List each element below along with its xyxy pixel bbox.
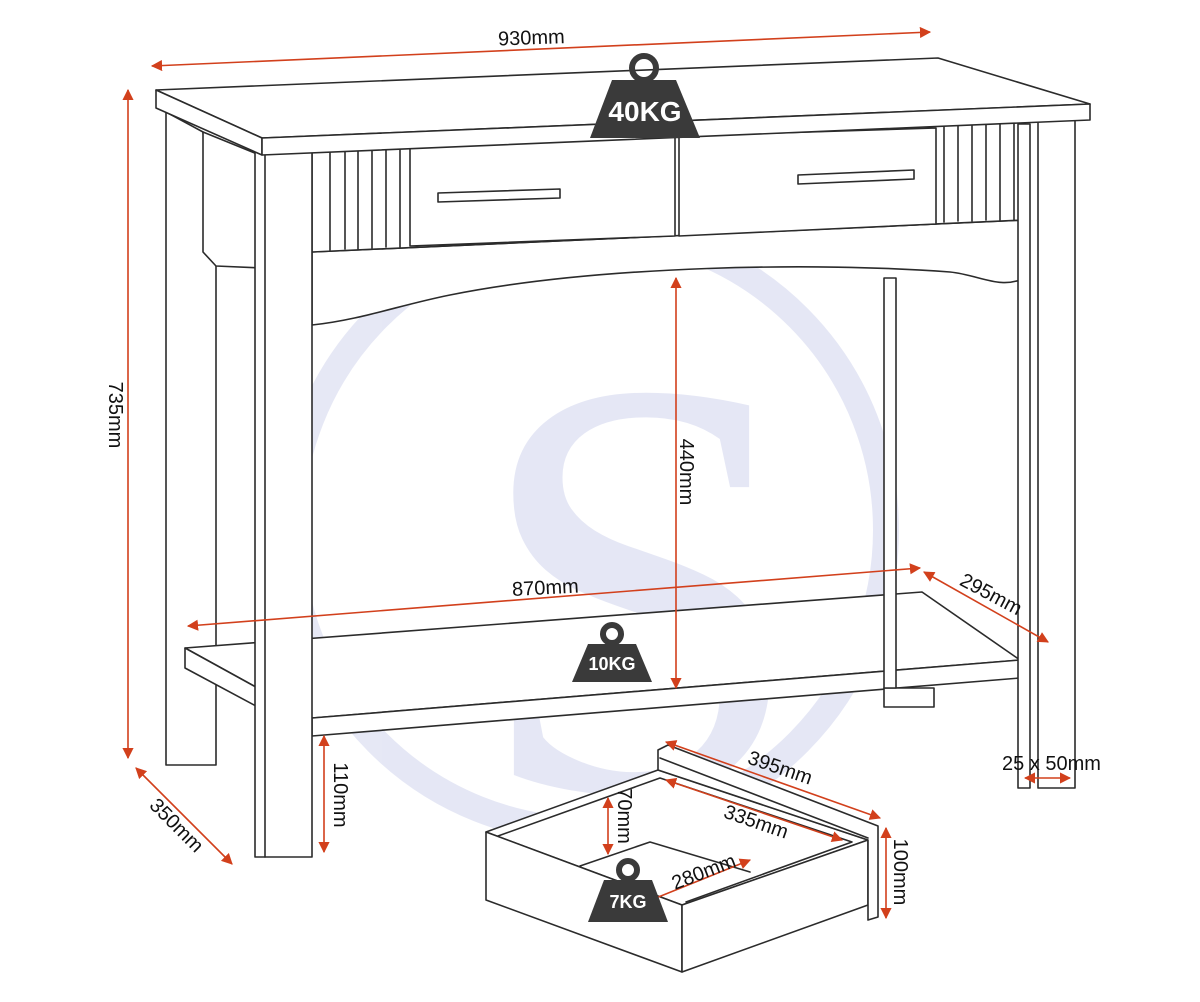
drawer-inner-height-label: 70mm [613,788,635,844]
right-drawer-handle [797,169,915,185]
top-weight-icon: 40KG [590,53,700,138]
leg-section-label: 25 x 50mm [1002,753,1101,775]
width-arrow [150,26,932,72]
drawer-inner-depth-arrow [644,858,752,904]
shelf-width-arrow [186,563,922,631]
front-apron [311,219,1026,326]
drawer-front-height-label: 100mm [889,839,911,906]
width-label: 930mm [498,26,565,50]
left-grooves [329,147,401,251]
shelf-weight-label: 10KG [588,654,635,674]
rear-inner-leg [883,277,897,689]
front-left-leg [254,151,313,858]
drawer-weight-label: 7KG [609,892,646,912]
top-weight-label: 40KG [608,96,681,127]
back-side-rail [202,131,263,269]
shelf-width-label: 870mm [511,576,579,601]
shelf-clearance-label: 440mm [675,439,697,506]
shelf-depth-label: 295mm [956,569,1025,620]
height-label: 735mm [104,382,126,449]
back-right-leg [1037,117,1076,789]
depth-arrow [135,767,233,865]
depth-label: 350mm [145,794,208,857]
drawer-weight-icon: 7KG [588,858,668,922]
shelf-weight-icon: 10KG [572,622,652,682]
left-drawer-handle [437,188,561,203]
dimension-lines [122,26,1072,920]
front-right-leg [1017,123,1031,789]
right-grooves [943,122,1015,223]
shelf-depth-arrow [923,571,1049,643]
drawer-inner-width-arrow [664,777,844,843]
ground-clearance-label: 110mm [329,762,351,827]
